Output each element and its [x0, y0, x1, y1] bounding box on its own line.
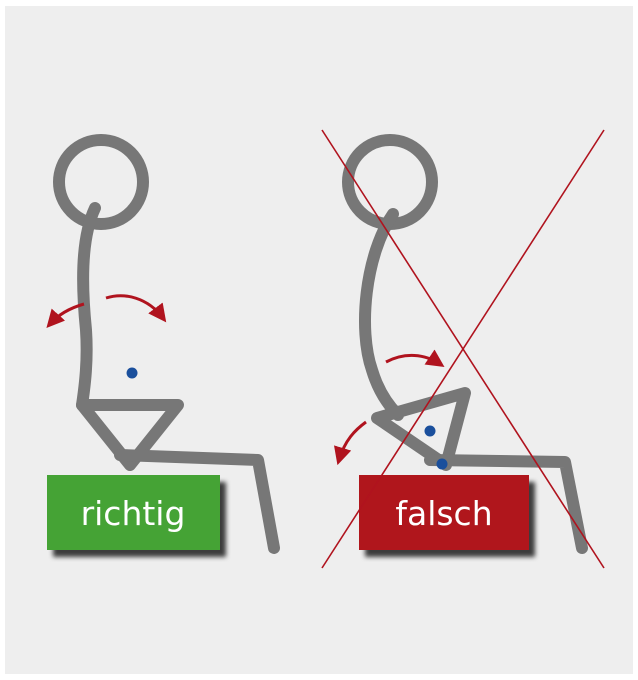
- background-panel: [5, 6, 633, 674]
- wrong-marker-upper: [425, 426, 436, 437]
- correct-pelvis-marker: [127, 368, 138, 379]
- wrong-label: falsch: [395, 494, 492, 533]
- correct-label: richtig: [81, 494, 186, 533]
- wrong-marker-lower: [437, 459, 448, 470]
